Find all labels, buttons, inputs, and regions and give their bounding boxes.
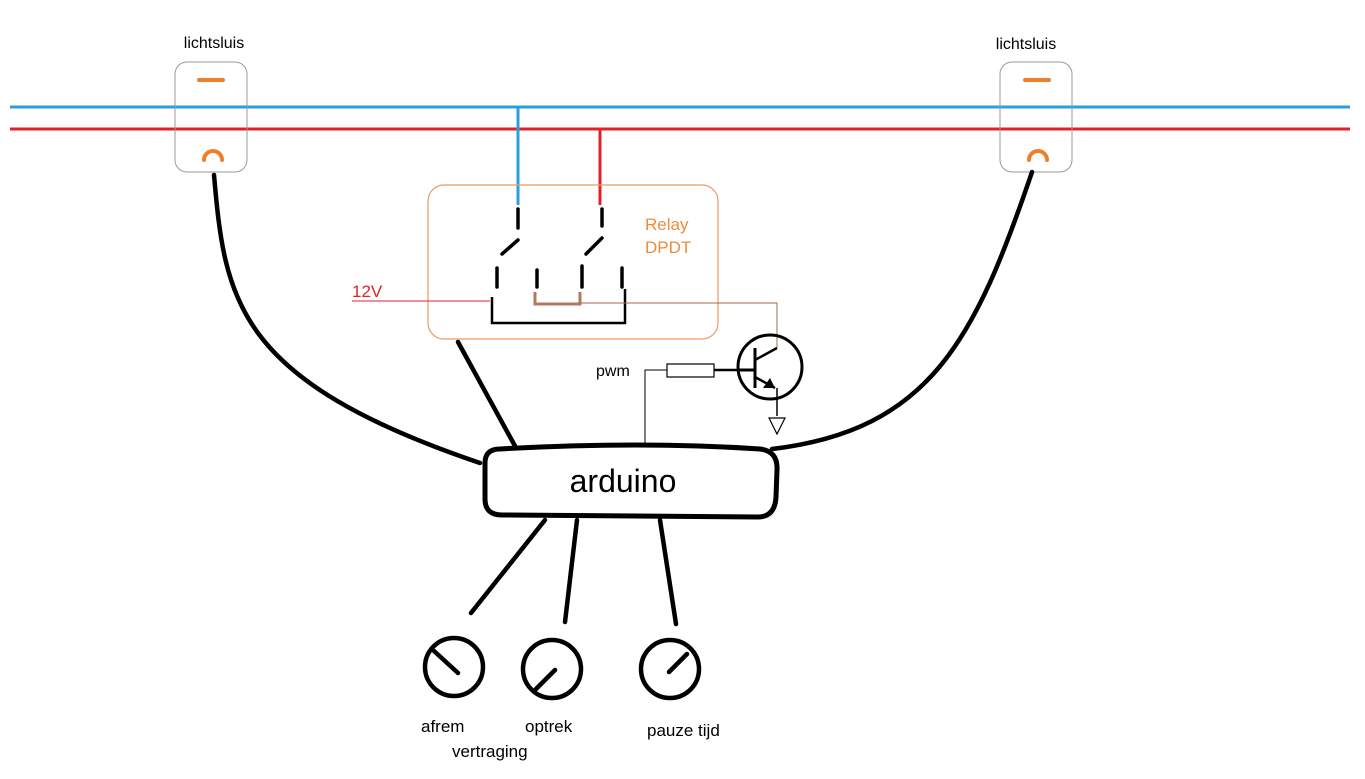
arduino-box bbox=[482, 442, 780, 520]
relay-box bbox=[427, 184, 719, 340]
relay-type-label: DPDT bbox=[645, 238, 691, 257]
supply-label: 12V bbox=[352, 282, 383, 301]
ground-icon bbox=[768, 417, 786, 436]
cable-left-sensor bbox=[211, 172, 483, 466]
light-barrier-right bbox=[999, 61, 1073, 173]
relay-contacts bbox=[495, 207, 624, 289]
potentiometer-optrek bbox=[520, 637, 584, 701]
relay-cross-wire bbox=[490, 289, 627, 325]
cable-knob-3 bbox=[657, 517, 679, 627]
potentiometer-pauze bbox=[638, 637, 702, 701]
base-resistor bbox=[666, 363, 715, 378]
knob-optrek-label: optrek bbox=[525, 717, 573, 736]
potentiometer-afrem bbox=[422, 635, 486, 699]
relay-label: Relay bbox=[645, 215, 689, 234]
pwm-wire bbox=[644, 369, 667, 444]
knob-pauze-label: pauze tijd bbox=[647, 721, 720, 740]
knob-afrem-label: afrem bbox=[421, 717, 464, 736]
coil-to-transistor-wire bbox=[580, 302, 778, 348]
transistor-symbol bbox=[736, 333, 804, 416]
cable-knob-2 bbox=[562, 517, 580, 625]
pwm-label: pwm bbox=[596, 363, 630, 380]
cable-relay bbox=[455, 339, 518, 449]
knob-afrem-label-2: vertraging bbox=[452, 742, 528, 761]
sensor-right-label: lichtsluis bbox=[996, 36, 1056, 53]
sensor-left-label: lichtsluis bbox=[184, 35, 244, 52]
cable-right-sensor bbox=[769, 169, 1035, 452]
light-barrier-left bbox=[174, 61, 248, 173]
relay-coil bbox=[533, 292, 582, 306]
cable-knob-1 bbox=[468, 517, 548, 616]
arduino-label: arduino bbox=[570, 463, 677, 499]
